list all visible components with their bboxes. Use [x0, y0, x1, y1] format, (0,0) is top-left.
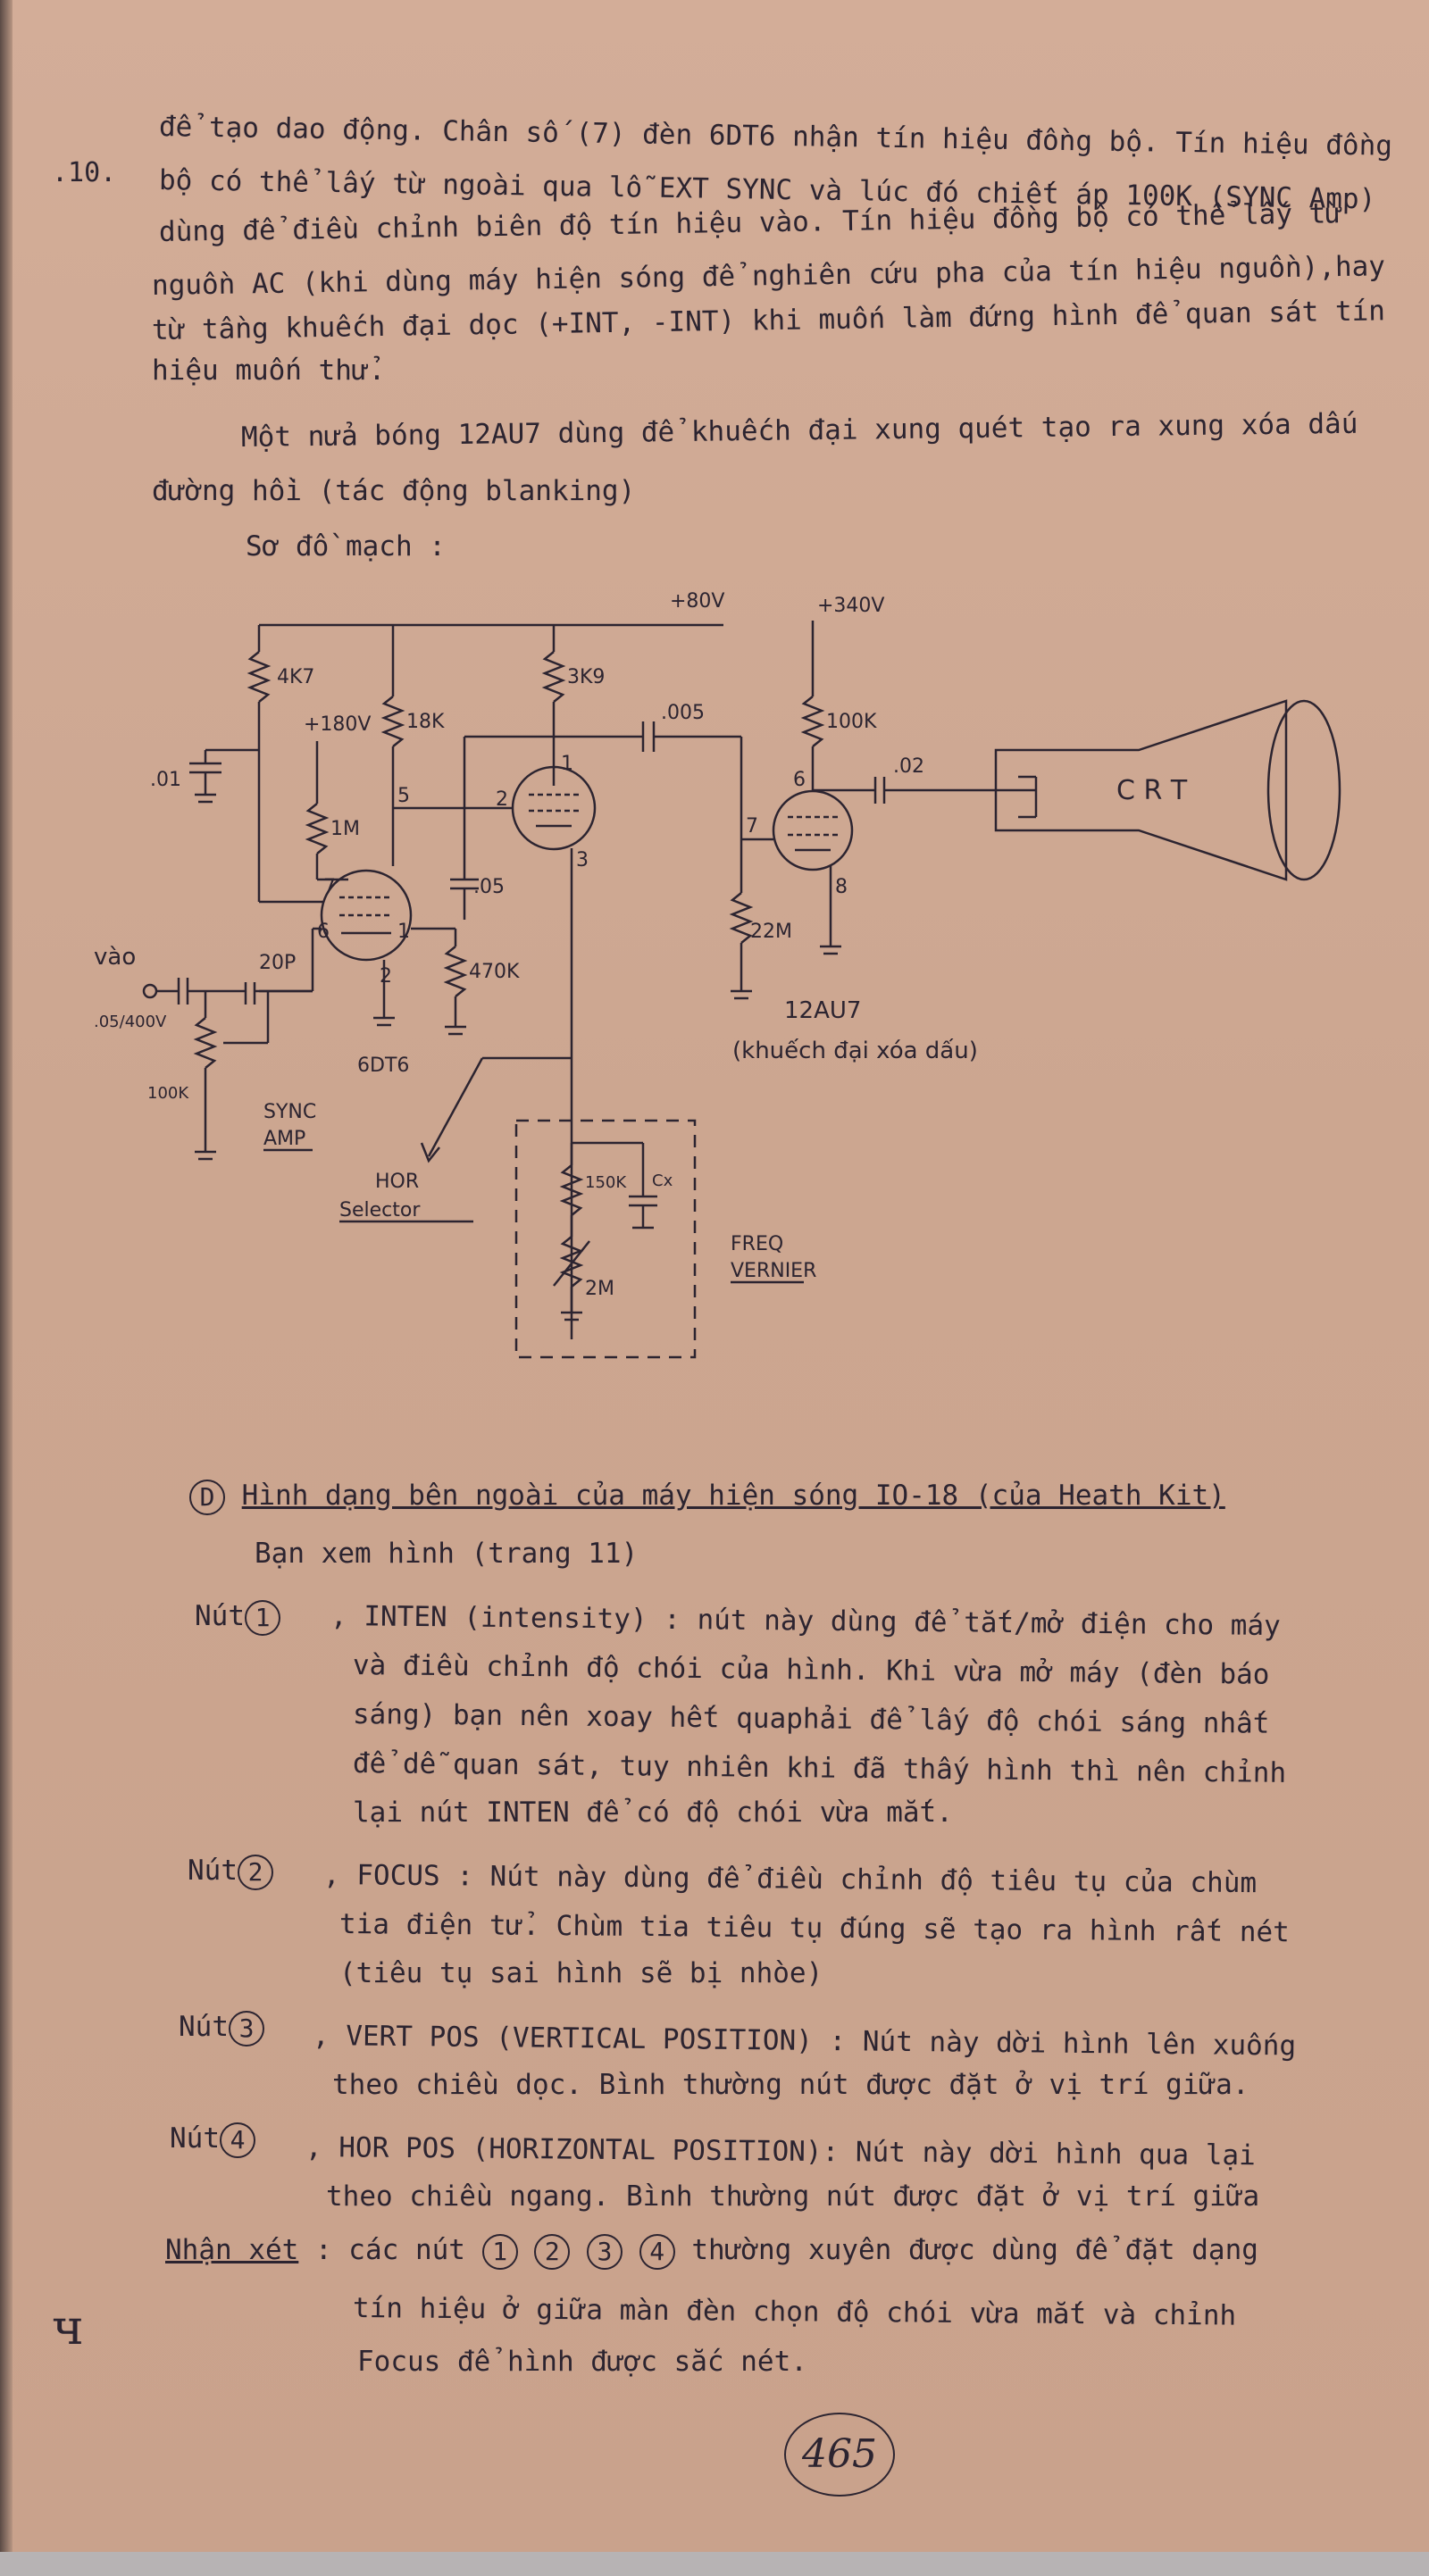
- label-c005: .005: [661, 702, 705, 724]
- knob-2-word: Nút: [188, 1855, 238, 1887]
- label-pin6a: 6: [317, 921, 330, 943]
- schematic-heading: Sơ đồ mạch :: [246, 530, 446, 563]
- label-r3k9: 3K9: [567, 666, 605, 688]
- knob-4-line2: theo chiều ngang. Bình thường nút được đ…: [326, 2180, 1260, 2213]
- remark-label: Nhận xét: [165, 2234, 299, 2266]
- label-pin5: 5: [397, 785, 410, 807]
- label-pin7a: 7: [323, 876, 336, 898]
- label-v340: +340V: [817, 595, 884, 617]
- label-c05: .05: [473, 876, 505, 898]
- knob-4-word: Nút: [170, 2122, 220, 2155]
- label-c01: .01: [150, 769, 181, 791]
- remark-num-2: 2: [534, 2233, 571, 2270]
- label-r18k: 18K: [406, 711, 445, 733]
- knob-2-number: 2: [238, 1854, 273, 1890]
- label-pin7b: 7: [746, 815, 758, 838]
- remark-num-1: 1: [481, 2233, 518, 2270]
- label-pin1a: 1: [397, 921, 410, 943]
- paragraph1-line6: hiệu muốn thử.: [152, 354, 386, 387]
- knob-3-line2: theo chiều dọc. Bình thường nút được đặt…: [332, 2069, 1249, 2101]
- knob-4-number: 4: [220, 2122, 255, 2158]
- knob-1-number: 1: [245, 1599, 280, 1636]
- label-r2m: 2M: [585, 1278, 614, 1300]
- label-sync: SYNC: [263, 1101, 316, 1123]
- label-pin1b: 1: [561, 753, 573, 775]
- section-d-subtitle: Bạn xem hình (trang 11): [255, 1538, 639, 1570]
- label-r1m: 1M: [330, 818, 360, 840]
- label-cx: Cx: [652, 1171, 673, 1190]
- knob-3-number: 3: [229, 2010, 264, 2047]
- label-v180: +180V: [304, 713, 371, 736]
- label-hor: HOR: [375, 1171, 419, 1193]
- label-pin2b: 2: [496, 788, 508, 811]
- label-r470k: 470K: [469, 961, 520, 983]
- remark-num-4: 4: [639, 2233, 675, 2270]
- knob-2-line3: (tiêu tụ sai hình sẽ bị nhòe): [339, 1957, 823, 1989]
- label-tube1: 6DT6: [357, 1055, 409, 1077]
- remark-line3: Focus để hình được sắc nét.: [357, 2346, 807, 2378]
- label-c-in: .05/400V: [94, 1013, 167, 1031]
- label-c20p: 20P: [259, 952, 296, 974]
- label-amp: AMP: [263, 1128, 305, 1150]
- label-tube2-caption: (khuếch đại xóa dấu): [732, 1038, 978, 1064]
- label-input: vào: [94, 944, 136, 971]
- label-crt: C R T: [1116, 775, 1188, 806]
- label-r100k-pot: 100K: [147, 1084, 189, 1103]
- scan-bottom-edge: [0, 2552, 1429, 2576]
- knob-1-word: Nút: [195, 1600, 245, 1632]
- label-tube2: 12AU7: [784, 997, 861, 1024]
- knob-1-line5: lại nút INTEN để có độ chói vừa mắt.: [353, 1797, 953, 1829]
- label-r150k: 150K: [585, 1173, 627, 1192]
- page-number: 465: [784, 2413, 895, 2497]
- binding-edge: [0, 0, 13, 2576]
- handwritten-mark: ч: [52, 2299, 84, 2355]
- remark-post: thường xuyên được dùng để đặt dạng: [691, 2234, 1258, 2266]
- label-c02: .02: [893, 755, 924, 778]
- remark-pre: : các nút: [314, 2234, 465, 2266]
- circuit-schematic: +80V 4K7 .01 18K 3K9 .005 1 2 3 5 +180V …: [94, 590, 1341, 1359]
- paragraph2-line2: đường hồi (tác động blanking): [152, 475, 636, 507]
- section-d-letter: D: [189, 1479, 225, 1515]
- label-pin6b: 6: [793, 769, 806, 791]
- knob-3-word: Nút: [179, 2011, 229, 2043]
- label-v80: +80V: [670, 590, 724, 613]
- remark-num-3: 3: [586, 2233, 623, 2270]
- label-r4k7: 4K7: [277, 666, 314, 688]
- label-vernier: VERNIER: [731, 1260, 816, 1282]
- remark-first-line: Nhận xét : các nút 1 2 3 4 thường xuyên …: [165, 2232, 1258, 2270]
- label-pin2a: 2: [380, 965, 392, 988]
- section-d-title: Hình dạng bên ngoài của máy hiện sóng IO…: [241, 1480, 1225, 1512]
- label-freq: FREQ: [731, 1233, 783, 1255]
- margin-reference: .10.: [52, 157, 117, 188]
- label-selector: Selector: [339, 1199, 421, 1221]
- label-pin3: 3: [576, 849, 589, 871]
- label-r100k-top: 100K: [826, 711, 877, 733]
- section-d-heading: D Hình dạng bên ngoài của máy hiện sóng …: [189, 1478, 1225, 1515]
- label-r22m: 22M: [750, 921, 792, 943]
- label-pin8: 8: [835, 876, 848, 898]
